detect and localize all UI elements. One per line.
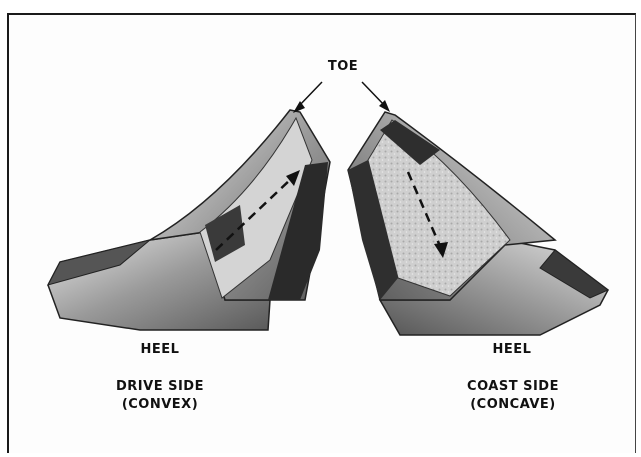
heel-label-left: HEEL <box>130 341 190 359</box>
drive-side-tooth <box>48 110 330 330</box>
toe-label: TOE <box>318 58 368 76</box>
coast-side-label: COAST SIDE <box>448 378 578 396</box>
coast-side-sublabel: (CONCAVE) <box>448 396 578 414</box>
coast-side-tooth <box>348 112 608 335</box>
toe-leader-lines <box>293 82 390 113</box>
heel-label-right: HEEL <box>482 341 542 359</box>
drive-side-sublabel: (CONVEX) <box>100 396 220 414</box>
drive-side-label: DRIVE SIDE <box>100 378 220 396</box>
